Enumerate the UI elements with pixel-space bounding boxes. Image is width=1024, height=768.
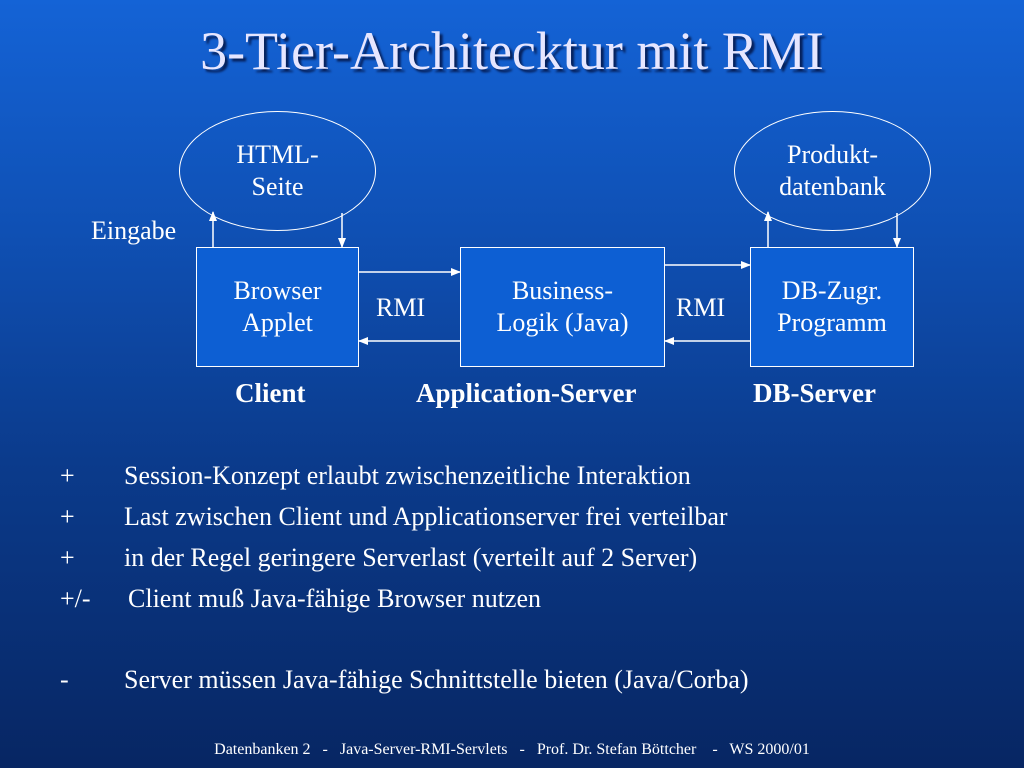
bullet-item: + Last zwischen Client und Applicationse… — [60, 496, 749, 537]
db-access-box: DB-Zugr. Programm — [750, 247, 914, 367]
html-page-ellipse: HTML- Seite — [179, 111, 376, 231]
bullet-mark: + — [60, 542, 75, 572]
architecture-diagram — [209, 211, 901, 345]
product-db-ellipse: Produkt- datenbank — [734, 111, 931, 231]
slide-title: 3-Tier-Architecktur mit RMI — [200, 21, 824, 81]
product-db-line2: datenbank — [779, 172, 886, 201]
db-access-line2: Programm — [777, 308, 887, 337]
browser-line1: Browser — [233, 275, 322, 305]
tier-db-label: DB-Server — [753, 378, 876, 408]
business-logic-box: Business- Logik (Java) — [460, 247, 665, 367]
bullet-text: Server müssen Java-fähige Schnittstelle … — [124, 664, 749, 694]
browser-line2: Applet — [242, 308, 313, 337]
tier-client-label: Client — [235, 378, 306, 408]
bullet-list: + Session-Konzept erlaubt zwischenzeitli… — [60, 455, 749, 700]
bullet-mark: +/- — [60, 583, 91, 613]
bullet-mark: + — [60, 501, 75, 531]
bullet-mark: + — [60, 460, 75, 490]
tier-app-label: Application-Server — [416, 378, 637, 408]
bullet-item: +/- Client muß Java-fähige Browser nutze… — [60, 578, 749, 619]
bullet-item: - Server müssen Java-fähige Schnittstell… — [60, 659, 749, 700]
db-access-line1: DB-Zugr. — [781, 275, 883, 305]
bullet-text: in der Regel geringere Serverlast (verte… — [124, 542, 698, 572]
html-page-line2: Seite — [251, 172, 304, 201]
rmi-label-left: RMI — [376, 293, 426, 322]
business-line2: Logik (Java) — [496, 308, 629, 337]
slide-footer: Datenbanken 2 - Java-Server-RMI-Servlets… — [214, 741, 810, 758]
input-label: Eingabe — [91, 216, 177, 245]
bullet-text: Last zwischen Client und Applicationserv… — [124, 501, 728, 531]
bullet-text: Client muß Java-fähige Browser nutzen — [128, 583, 541, 613]
bullet-text: Session-Konzept erlaubt zwischenzeitlich… — [124, 460, 691, 490]
rmi-label-right: RMI — [676, 293, 726, 322]
browser-applet-box: Browser Applet — [196, 247, 359, 367]
product-db-line1: Produkt- — [787, 139, 878, 169]
bullet-item: + in der Regel geringere Serverlast (ver… — [60, 537, 749, 578]
business-line1: Business- — [511, 275, 614, 305]
html-page-line1: HTML- — [236, 139, 319, 169]
bullet-mark: - — [60, 664, 69, 694]
bullet-item: + Session-Konzept erlaubt zwischenzeitli… — [60, 455, 749, 496]
